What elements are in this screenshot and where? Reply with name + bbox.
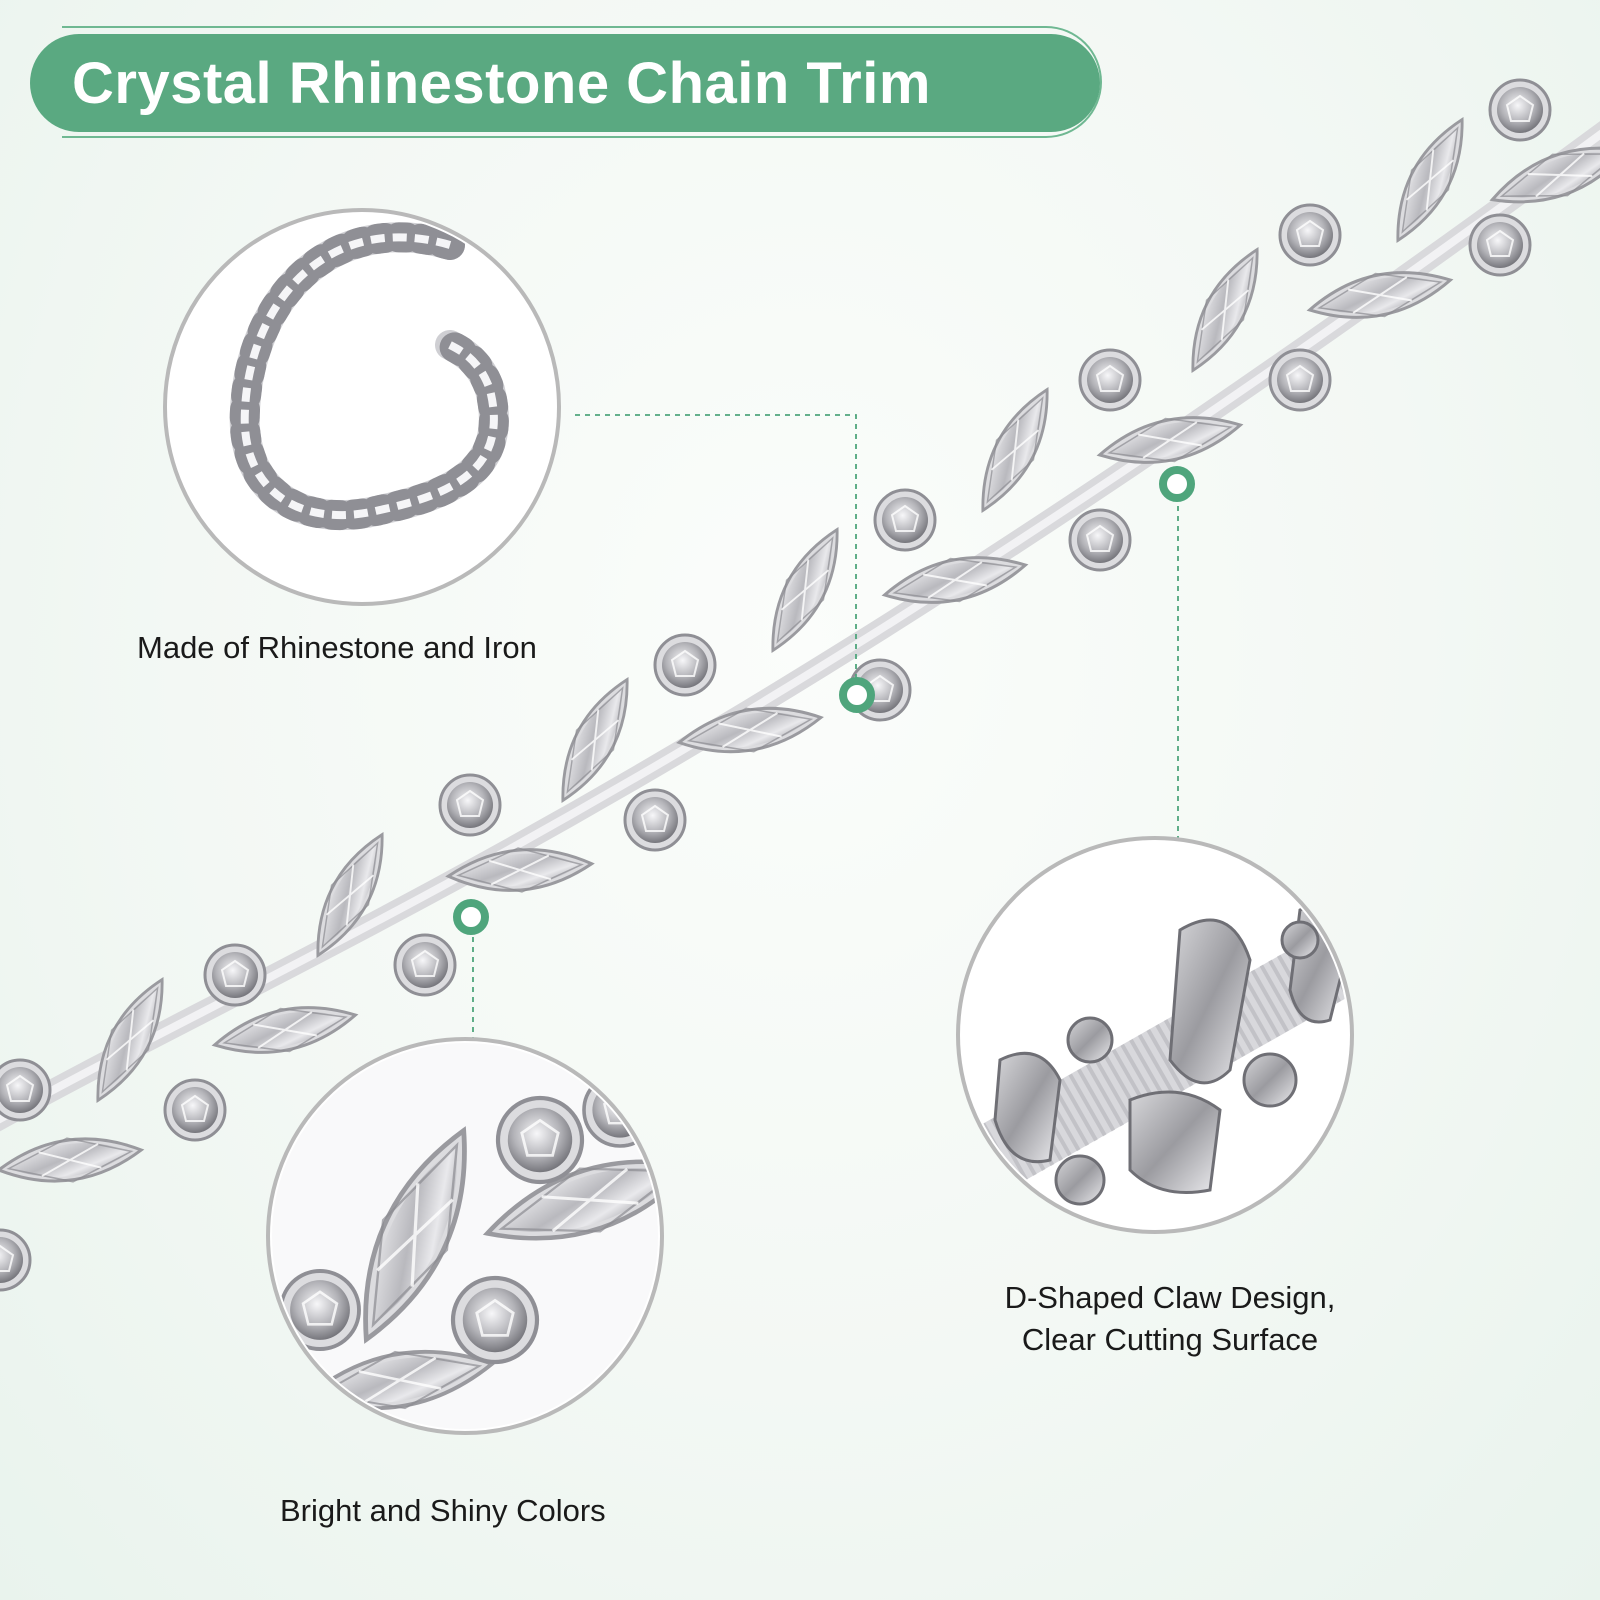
connector-lines — [472, 414, 1179, 1060]
marker-dots — [453, 466, 1195, 935]
detail-circle-claw — [956, 836, 1354, 1234]
detail-circle-shine — [266, 1037, 664, 1435]
caption-material-text: Made of Rhinestone and Iron — [137, 630, 537, 665]
detail-circle-material — [163, 208, 561, 606]
rhinestone-chain — [0, 78, 1600, 1292]
page-title: Crystal Rhinestone Chain Trim — [72, 50, 931, 116]
caption-shine-text: Bright and Shiny Colors — [280, 1493, 606, 1528]
caption-claw-line2: Clear Cutting Surface — [1021, 1322, 1319, 1357]
caption-shine: Bright and Shiny Colors — [280, 1490, 670, 1532]
title-banner: Crystal Rhinestone Chain Trim — [30, 34, 1100, 132]
caption-claw: D-Shaped Claw Design, Clear Cutting Surf… — [960, 1277, 1380, 1361]
caption-material: Made of Rhinestone and Iron — [137, 627, 602, 669]
caption-claw-line1: D-Shaped Claw Design, — [1004, 1280, 1336, 1315]
